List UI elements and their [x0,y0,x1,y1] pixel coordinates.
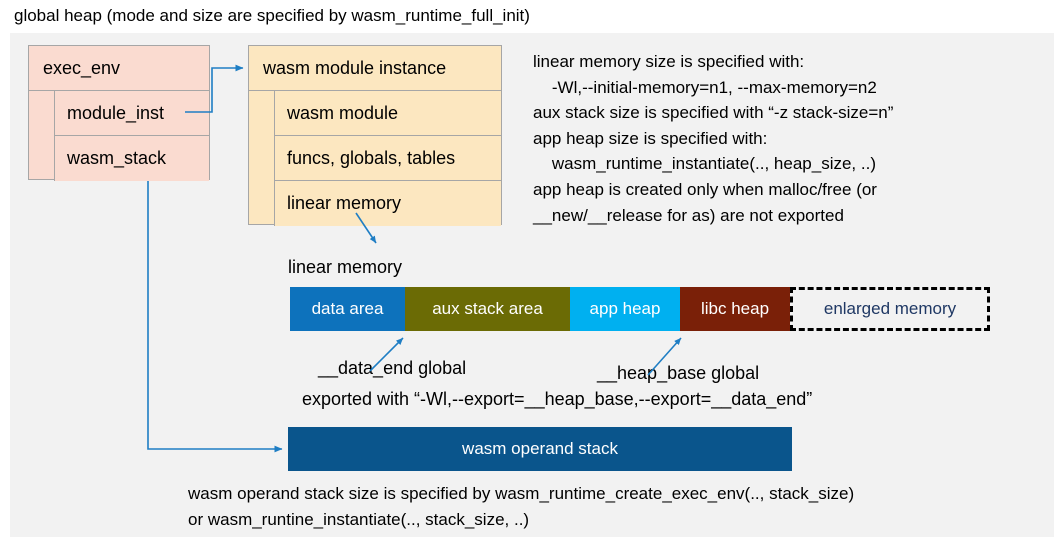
annotation-data-end: __data_end global [318,358,467,378]
memory-segment-data-area: data area [290,287,405,331]
module-instance-field-funcs-globals-tables: funcs, globals, tables [275,136,501,181]
module-instance-body: wasm module funcs, globals, tables linea… [249,91,501,226]
memory-segment-app-heap: app heap [570,287,680,331]
module-instance-field-linear-memory: linear memory [275,181,501,226]
page-title: global heap (mode and size are specified… [14,6,530,25]
exec-env-field-module-inst: module_inst [55,91,209,136]
exec-env-rows: module_inst wasm_stack [55,91,209,181]
module-instance-indent [249,91,275,226]
module-instance-field-wasm-module: wasm module [275,91,501,136]
exec-env-body: module_inst wasm_stack [29,91,209,181]
exec-env-field-wasm-stack: wasm_stack [55,136,209,181]
annotation-heap-base: __heap_base global [597,363,760,383]
linear-memory-caption: linear memory [288,257,403,277]
exec-env-indent [29,91,55,181]
memory-segment-enlarged-memory: enlarged memory [790,287,990,331]
exec-env-header: exec_env [29,46,209,91]
memory-segment-libc-heap: libc heap [680,287,790,331]
wasm-operand-stack-bar: wasm operand stack [288,427,792,471]
exec-env-box: exec_env module_inst wasm_stack [28,45,210,181]
operand-stack-notes: wasm operand stack size is specified by … [188,484,855,529]
module-instance-header: wasm module instance [249,46,501,91]
annotation-exported-with: exported with “-Wl,--export=__heap_base,… [302,389,813,409]
module-instance-rows: wasm module funcs, globals, tables linea… [275,91,501,226]
memory-segment-aux-stack-area: aux stack area [405,287,570,331]
wasm-module-instance-box: wasm module instance wasm module funcs, … [248,45,502,226]
linear-memory-notes: linear memory size is specified with: -W… [533,52,894,225]
